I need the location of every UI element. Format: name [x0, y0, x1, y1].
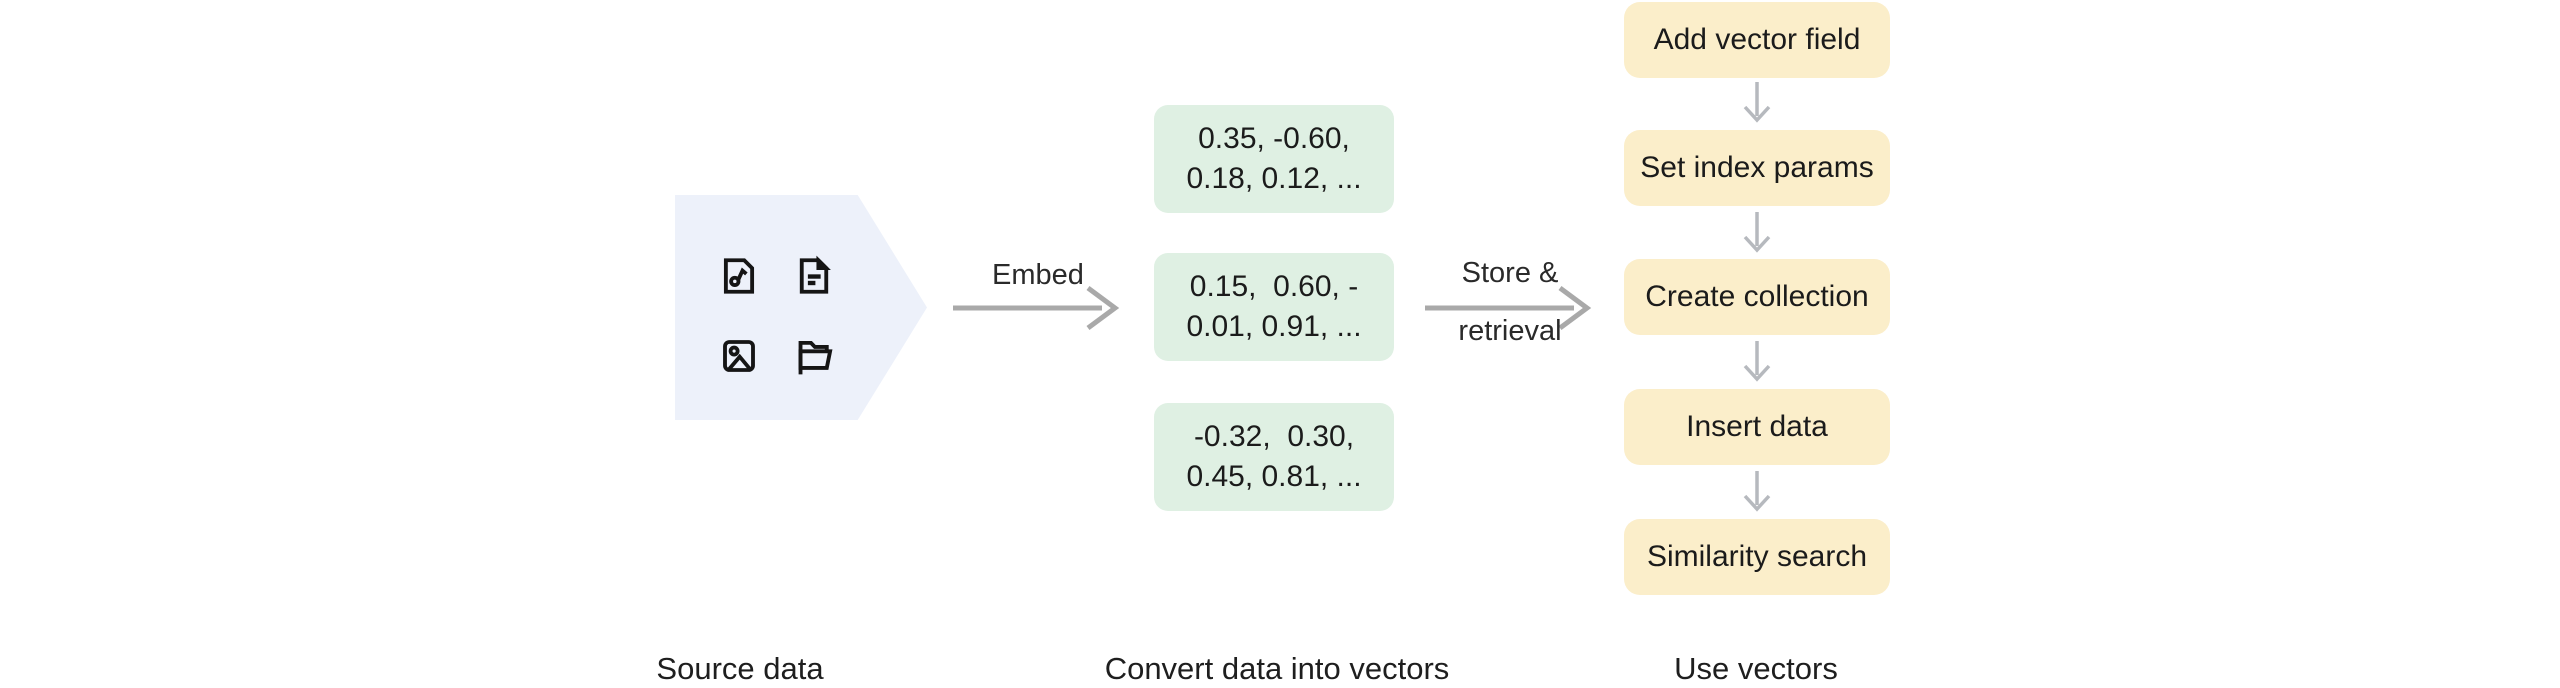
- folder-icon: [793, 335, 835, 377]
- stage-label-use-vectors: Use vectors: [1674, 651, 1838, 686]
- down-arrow-icon: [1737, 469, 1777, 515]
- down-arrow-icon: [1737, 339, 1777, 385]
- down-arrow-icon: [1737, 210, 1777, 256]
- vector-values-line: 0.45, 0.81, ...: [1186, 460, 1362, 493]
- vector-values-line: 0.35, -0.60,: [1198, 122, 1350, 155]
- store-retrieval-arrow-icon: [1422, 280, 1597, 336]
- vector-box: -0.32, 0.30, 0.45, 0.81, ...: [1154, 403, 1394, 511]
- embed-arrow-label: Embed: [992, 259, 1084, 291]
- embed-arrow-icon: [950, 280, 1125, 336]
- step-box-insert-data: Insert data: [1624, 389, 1890, 465]
- store-arrow-label-bottom: retrieval: [1458, 315, 1562, 347]
- step-box-add-vector-field: Add vector field: [1624, 2, 1890, 78]
- source-data-icons: [718, 255, 835, 377]
- vector-box: 0.15, 0.60, - 0.01, 0.91, ...: [1154, 253, 1394, 361]
- vector-values-line: 0.18, 0.12, ...: [1186, 162, 1362, 195]
- vector-values-line: -0.32, 0.30,: [1193, 420, 1355, 453]
- step-box-create-collection: Create collection: [1624, 259, 1890, 335]
- step-box-set-index-params: Set index params: [1624, 130, 1890, 206]
- vector-box: 0.35, -0.60, 0.18, 0.12, ...: [1154, 105, 1394, 213]
- image-icon: [718, 335, 760, 377]
- stage-label-source-data: Source data: [656, 651, 824, 686]
- vector-values-line: 0.15, 0.60, -: [1189, 270, 1359, 303]
- vector-values-line: 0.01, 0.91, ...: [1186, 310, 1362, 343]
- down-arrow-icon: [1737, 80, 1777, 126]
- audio-file-icon: [718, 255, 760, 297]
- step-box-similarity-search: Similarity search: [1624, 519, 1890, 595]
- stage-label-convert-data: Convert data into vectors: [1104, 651, 1450, 686]
- document-icon: [793, 255, 835, 297]
- store-arrow-label-top: Store &: [1461, 257, 1559, 289]
